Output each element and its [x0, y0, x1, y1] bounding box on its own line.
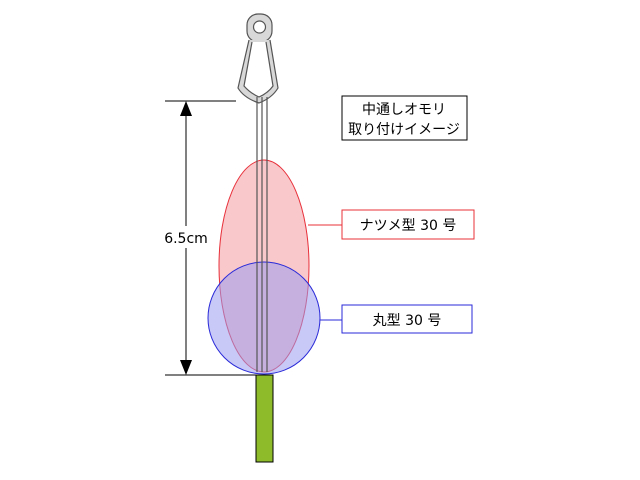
dimension-label: 6.5cm [164, 231, 208, 247]
title-line-2: 取り付けイメージ [348, 122, 460, 138]
round-label-box [341, 304, 473, 334]
natsume-label-box [341, 209, 475, 240]
round-label: 丸型 30 号 [373, 313, 442, 329]
title-box [341, 95, 468, 141]
title-line-1: 中通しオモリ [362, 102, 446, 118]
swivel-icon [237, 13, 279, 104]
line-wire [256, 97, 268, 372]
round-sinker [207, 261, 321, 375]
rod [255, 374, 274, 463]
natsume-label: ナツメ型 30 号 [360, 218, 457, 234]
